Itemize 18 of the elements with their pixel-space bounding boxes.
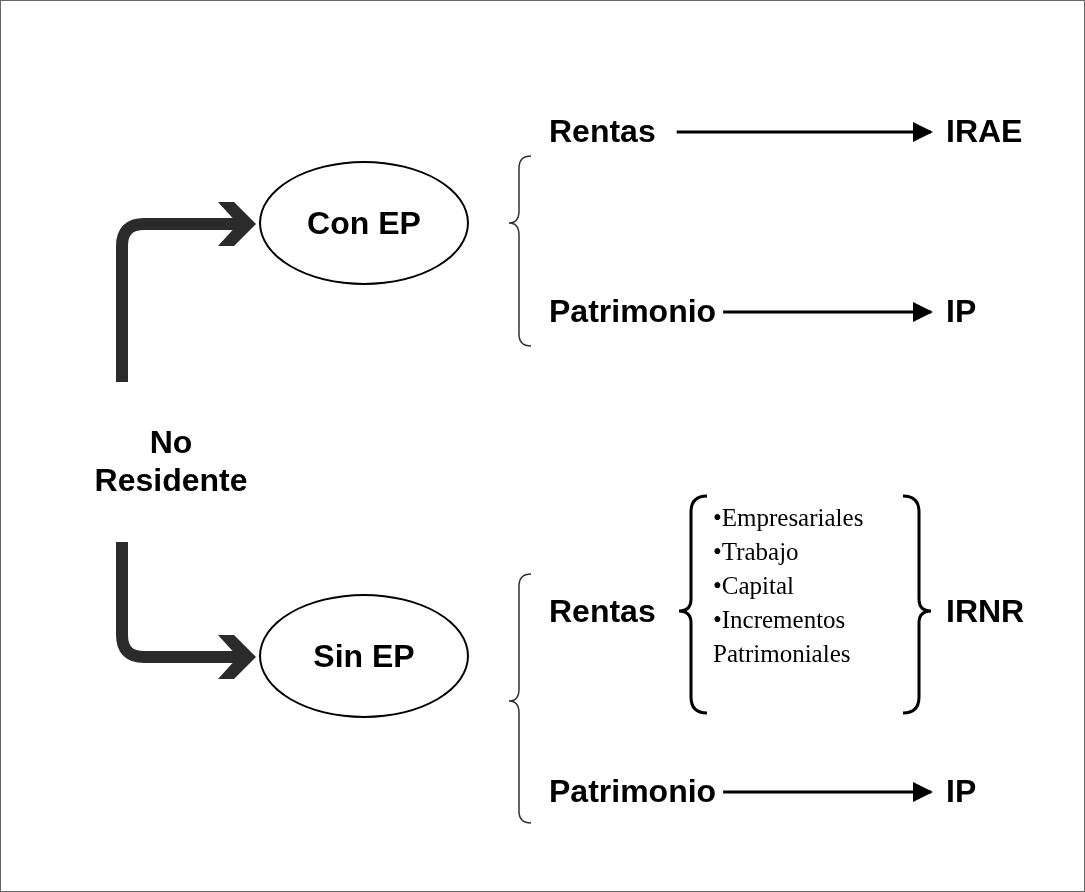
node-label: IRNR <box>946 591 1025 631</box>
ellipse-node: Con EP <box>259 161 469 285</box>
arrow <box>676 122 933 142</box>
arrow <box>723 782 933 802</box>
node-label: Rentas <box>549 591 656 631</box>
node-label: Patrimonio <box>549 771 717 811</box>
arrow <box>723 302 933 322</box>
list-item: •Empresariales <box>713 503 865 533</box>
node-label: Rentas <box>549 111 656 151</box>
ellipse-node: Sin EP <box>259 594 469 718</box>
list-item: •Incrementos Patrimoniales <box>713 605 852 669</box>
node-label: No Residente <box>93 423 249 499</box>
node-label: IP <box>946 771 977 811</box>
list-item: •Trabajo <box>713 537 800 567</box>
list-item: •Capital <box>713 571 795 601</box>
node-label: Patrimonio <box>549 291 717 331</box>
node-label: IRAE <box>946 111 1023 151</box>
node-label: IP <box>946 291 977 331</box>
